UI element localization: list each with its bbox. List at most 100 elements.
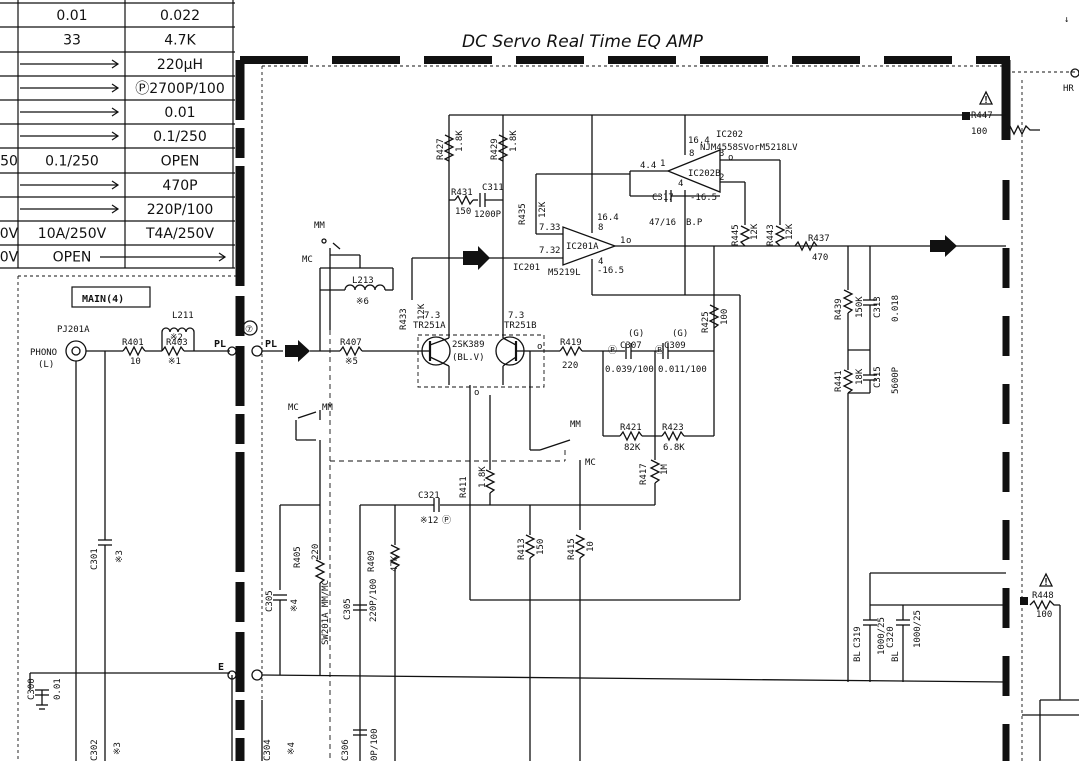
label-r407-value: ※5	[345, 357, 358, 367]
label-c321-value: ※12	[420, 516, 438, 526]
label-r441: R441	[834, 370, 844, 392]
label-r421-value: 82K	[624, 443, 641, 453]
label-g-2: (G)	[672, 329, 688, 339]
label-c301: C301	[90, 548, 100, 570]
label-r439-value: 150K	[855, 296, 865, 318]
wiring	[29, 68, 1079, 761]
table-cell: 50	[0, 154, 18, 170]
label-c300: C300	[27, 678, 37, 700]
label-c309-value: 0.011/100	[658, 365, 707, 375]
label-c300-value: 0.01	[53, 678, 63, 700]
main-label: MAIN(4)	[82, 294, 124, 305]
label-v73-b: 7.3	[539, 246, 555, 256]
label-c313: C313	[873, 296, 883, 318]
label-pin4: 4	[598, 257, 603, 267]
label-2sk389: 2SK389	[452, 340, 485, 350]
label-r447-value: 100	[971, 127, 987, 137]
warning-icon-2: !	[1043, 577, 1049, 588]
table-cell: T4A/250V	[145, 226, 214, 242]
label-r407: R407	[340, 338, 362, 348]
label-bl-2: BL	[891, 651, 901, 662]
label-r427-value: 1.8K	[455, 130, 465, 152]
label-c305-b-value: 220P/100	[369, 579, 379, 622]
label-v165-a: -16.5	[690, 193, 717, 203]
label-ic201a: IC201A	[566, 242, 599, 252]
label-r429-value: 1.8K	[509, 130, 519, 152]
label-c307: C307	[620, 341, 642, 351]
label-mm-1: MM	[314, 221, 325, 231]
label-o-1: o	[728, 153, 733, 163]
label-r431: R431	[451, 188, 473, 198]
label-r415-value: 10	[586, 541, 596, 552]
label-r409: R409	[367, 550, 377, 572]
label-r447: R447	[971, 111, 993, 121]
label-bl-1: BL	[853, 651, 863, 662]
label-r405-value: 220	[311, 544, 321, 560]
table-cell: 470P	[162, 178, 197, 194]
label-c306-value: 0P/100	[370, 728, 380, 761]
label-g-1: (G)	[628, 329, 644, 339]
label-pin3b: 3	[719, 149, 724, 159]
table-cell: 33	[63, 33, 81, 49]
label-v73-d: 7.3	[508, 311, 524, 321]
table-cell: 0.01	[164, 105, 195, 121]
label-v164-b: 16.4	[597, 213, 619, 223]
label-r445-value: 12K	[750, 223, 760, 240]
label-r435-value: 12K	[538, 201, 548, 218]
table-cell: 0.1/250	[45, 154, 99, 170]
main-section-outline	[17, 275, 240, 761]
label-r411-value: 1.8K	[478, 466, 488, 488]
label-c319-value: 1000/25	[877, 617, 887, 655]
label-r433-value: 12K	[417, 303, 427, 320]
label-r445: R445	[731, 224, 741, 246]
table-cell: OPEN	[53, 250, 92, 266]
label-pin2b: 2	[719, 173, 724, 183]
label-mc-2: MC	[288, 403, 299, 413]
label-c311: C311	[482, 183, 504, 193]
label-r435: R435	[518, 203, 528, 225]
label-r415: R415	[567, 538, 577, 560]
label-c307-value: 0.039/100	[605, 365, 654, 375]
main-label-box	[71, 286, 151, 308]
label-c319: C319	[853, 626, 863, 648]
warning-icon-1: !	[983, 95, 989, 106]
table-cell: 10A/250V	[38, 226, 107, 242]
label-p-1: Ⓟ	[608, 345, 617, 356]
label-r401: R401	[122, 338, 144, 348]
label-c313-value: 0.018	[891, 295, 901, 322]
label-v164-a: 16.4	[688, 136, 710, 146]
label-p-3: Ⓟ	[442, 515, 451, 526]
parts-table	[0, 0, 235, 269]
label-r443-value: 12K	[785, 223, 795, 240]
label-mc-1: MC	[302, 255, 313, 265]
label-r405: R405	[293, 546, 303, 568]
label-r423-value: 6.8K	[663, 443, 685, 453]
table-cell: 0V	[0, 226, 19, 242]
label-r427: R427	[436, 138, 446, 160]
label-r417: R417	[639, 463, 649, 485]
table-cell: OPEN	[161, 154, 200, 170]
label-hr: HR	[1063, 84, 1074, 94]
label-pl-1: PL	[214, 339, 226, 350]
label-c317-value: 47/16	[649, 218, 676, 228]
label-tr251b: TR251B	[504, 321, 537, 331]
label-c304: C304	[263, 739, 273, 761]
label-r429: R429	[490, 138, 500, 160]
label-r413-value: 150	[536, 539, 546, 555]
label-mm-2: MM	[322, 403, 333, 413]
label-pin4b: 4	[678, 179, 683, 189]
label-r437-value: 470	[812, 253, 828, 263]
label-c302: C302	[90, 739, 100, 761]
label-phono-l: (L)	[38, 360, 54, 370]
label-l211-value: ※2	[170, 333, 183, 343]
component-labels: PJ201A PHONO (L) R401 10 L211 ※2 R403 ※1…	[27, 84, 1074, 761]
label-c305-a-value: ※4	[290, 599, 300, 612]
label-r448-value: 100	[1036, 610, 1052, 620]
label-r421: R421	[620, 423, 642, 433]
label-c306: C306	[341, 739, 351, 761]
label-o-2: o	[626, 236, 631, 246]
label-r417-value: 1M	[660, 464, 670, 475]
label-r425-value: 100	[720, 309, 730, 325]
table-cell: 220μH	[157, 57, 203, 73]
label-l211: L211	[172, 311, 194, 321]
